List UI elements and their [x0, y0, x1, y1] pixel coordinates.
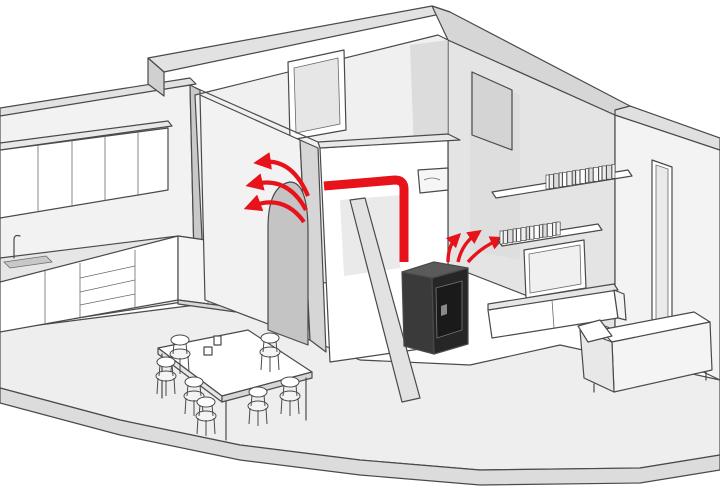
book [512, 228, 517, 243]
sofa [577, 311, 713, 393]
book [499, 230, 504, 245]
book [593, 166, 599, 182]
kitchen-upper-cabinets [0, 120, 173, 219]
floor-edge-left [0, 387, 720, 486]
book [558, 172, 563, 188]
arched-doorway [267, 181, 309, 346]
book [545, 174, 550, 190]
stove-glass [435, 280, 463, 339]
book [526, 226, 530, 241]
dining-chair [195, 396, 217, 436]
table-cup [203, 346, 213, 356]
dining-chair [155, 356, 177, 396]
book [539, 224, 543, 239]
dining-chair [169, 334, 191, 374]
book [533, 225, 540, 239]
book [542, 223, 548, 238]
curved-arrow-icon [466, 236, 505, 264]
book [572, 170, 576, 186]
dining-chair [259, 332, 281, 372]
curved-arrow-icon [445, 232, 462, 263]
table-cup [213, 335, 222, 346]
book [611, 163, 616, 179]
book [566, 171, 573, 186]
curved-arrow-icon [456, 229, 482, 263]
curved-arrow-icon [245, 173, 308, 212]
book [601, 165, 607, 181]
curved-arrow-icon [253, 152, 310, 197]
book [520, 227, 527, 241]
book [529, 225, 535, 240]
arch-heat-arrows [243, 152, 310, 224]
back-doorway [471, 71, 513, 151]
book [503, 230, 508, 244]
book-row-upper [545, 163, 616, 190]
book [547, 223, 553, 237]
wall-shelves [491, 163, 633, 247]
book [598, 166, 603, 181]
book [555, 221, 561, 236]
dining-table [155, 329, 313, 441]
book [606, 164, 612, 180]
curved-arrow-icon [243, 194, 306, 224]
book [507, 229, 514, 244]
book [562, 171, 567, 187]
book [552, 222, 557, 236]
stove-front [401, 271, 435, 355]
book [579, 169, 586, 184]
tv-unit [487, 239, 627, 339]
dining-chair [247, 386, 269, 426]
book [549, 174, 554, 189]
pellet-stove [401, 261, 469, 355]
dining-chair [279, 376, 301, 416]
duct-unit [417, 167, 449, 194]
book [588, 167, 594, 183]
red-duct-pipe [323, 175, 409, 262]
stove-top [401, 261, 469, 279]
kitchen-counter [0, 234, 241, 333]
stove-heat-arrows [445, 229, 505, 264]
sink-faucet [13, 234, 21, 259]
book [575, 169, 581, 185]
book [516, 227, 521, 242]
book-row-lower [499, 221, 561, 245]
dining-chairs [155, 332, 301, 436]
back-window [287, 49, 347, 141]
book [553, 173, 560, 189]
heat-duct [323, 175, 409, 262]
book [585, 168, 589, 183]
kitchen-sink [3, 255, 53, 269]
